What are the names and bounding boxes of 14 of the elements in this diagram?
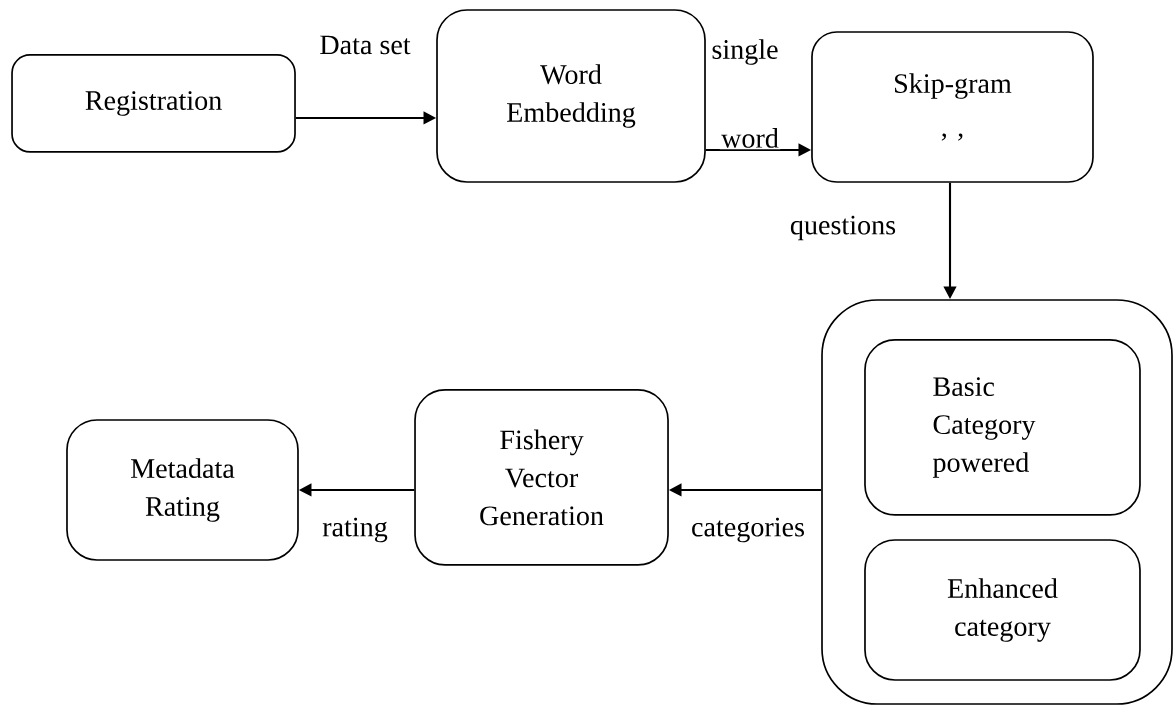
process-box: Enhanced category	[864, 539, 1141, 681]
text-label: word	[719, 126, 781, 150]
process-box: Word Embedding	[436, 9, 706, 183]
process-box: Skip-gram , ,	[811, 31, 1094, 183]
edge-label: single	[710, 37, 780, 67]
group-box	[821, 299, 1173, 705]
process-box: Basic Category powered	[864, 339, 1141, 516]
process-box: Fishery Vector Generation	[414, 389, 669, 566]
process-box: Metadata Rating	[66, 419, 299, 561]
edge-label: questions	[788, 214, 898, 242]
edge-label: rating	[320, 516, 390, 544]
edge-label: categories	[689, 516, 807, 544]
process-box: Registration	[11, 54, 296, 153]
edge-label: Data set	[317, 34, 413, 56]
